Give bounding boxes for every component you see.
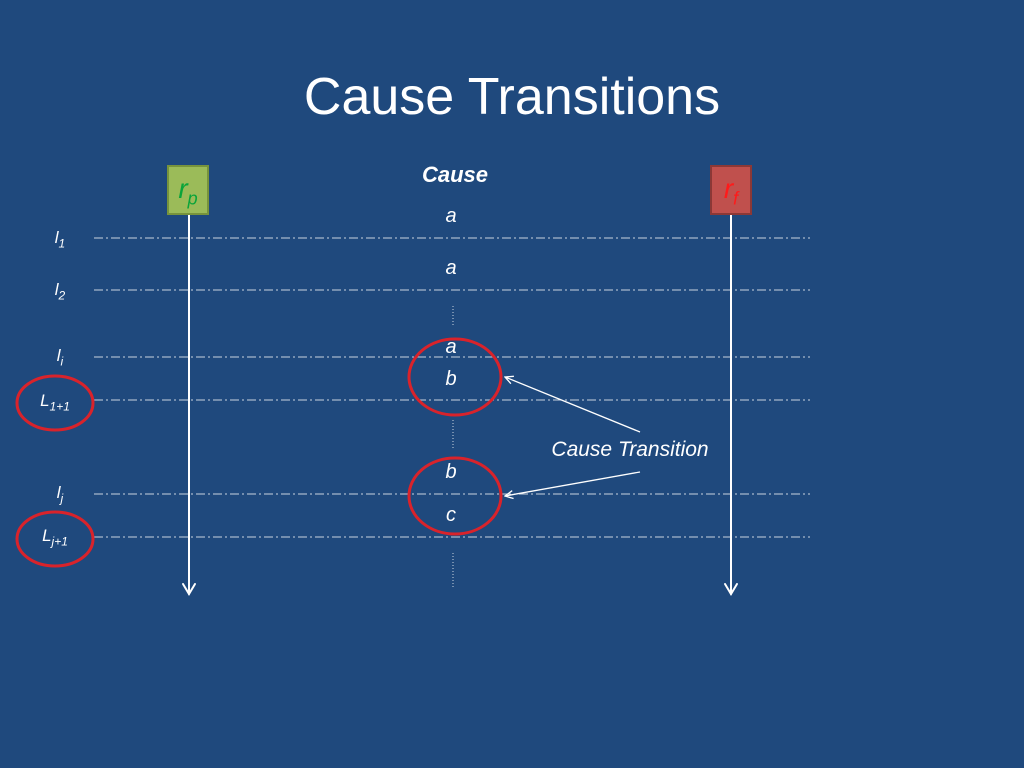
node-rf-sub: f: [733, 188, 739, 209]
level-label-sub: i: [60, 354, 64, 369]
cause-value-2: a: [445, 257, 457, 279]
cause-value-3: a: [445, 336, 457, 358]
level-label-sub: 2: [58, 288, 66, 303]
level-label-l1plus1: L1+1: [20, 391, 90, 413]
level-label-sub: j: [60, 491, 64, 506]
node-rp-box: rp: [167, 165, 209, 215]
highlight-circle-ljplus1: [15, 510, 95, 568]
cause-value-4: b: [445, 368, 457, 390]
level-label-base: l: [56, 346, 61, 365]
level-label-base: L: [42, 526, 52, 545]
timeline-rf-arrowhead: [724, 583, 738, 596]
node-rf-base: r: [723, 173, 734, 204]
cause-value-6: c: [446, 504, 456, 526]
pointer-arrow-lower: [505, 471, 641, 496]
slide-title: Cause Transitions: [303, 68, 721, 126]
highlight-circle-ab: [407, 337, 503, 417]
cause-value-1: a: [445, 205, 457, 227]
highlight-circle-bc: [407, 456, 503, 536]
cause-value-5: b: [445, 461, 457, 483]
node-rf-box: rf: [710, 165, 752, 215]
level-label-sub: 1+1: [49, 399, 70, 414]
level-label-base: l: [54, 280, 59, 299]
highlight-circle-l1plus1: [15, 374, 95, 432]
level-label-base: l: [56, 483, 61, 502]
node-rp-sub: p: [187, 188, 198, 209]
timeline-rp-arrowhead: [182, 583, 196, 596]
level-label-lj: lj: [25, 483, 95, 505]
cause-transition-annotation: Cause Transition: [551, 438, 709, 461]
pointer-arrow-upper: [505, 377, 641, 433]
level-label-li: li: [25, 346, 95, 368]
level-label-sub: 1: [58, 236, 66, 251]
level-label-sub: j+1: [51, 534, 68, 549]
level-label-l2: l2: [25, 280, 95, 302]
level-label-base: l: [54, 228, 59, 247]
cause-column-header: Cause: [421, 162, 489, 187]
node-rp-base: r: [178, 173, 188, 204]
level-label-ljplus1: Lj+1: [20, 526, 90, 548]
level-label-base: L: [40, 391, 50, 410]
level-label-l1: l1: [25, 228, 95, 250]
